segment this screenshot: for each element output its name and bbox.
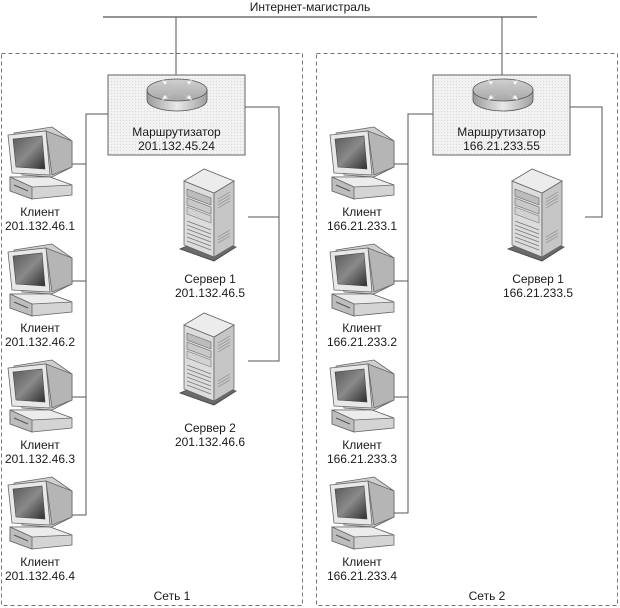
- network-1-label: Сеть 1: [153, 589, 191, 603]
- client-ip: 166.21.233.4: [326, 569, 398, 583]
- network-2-client-2-label: Клиент 166.21.233.2: [320, 321, 404, 349]
- network-1-client-3-icon: [7, 359, 73, 433]
- network-2-router-label: Маршрутизатор 166.21.233.55: [433, 125, 570, 153]
- network-1-client-3-label: Клиент 201.132.46.3: [0, 438, 80, 466]
- network-2-client-3-label: Клиент 166.21.233.3: [320, 438, 404, 466]
- client-name: Клиент: [20, 321, 60, 335]
- client-name: Клиент: [342, 438, 382, 452]
- server-ip: 201.132.46.6: [174, 435, 246, 449]
- client-ip: 166.21.233.2: [326, 335, 398, 349]
- client-name: Клиент: [342, 555, 382, 569]
- network-2-router-icon: [472, 78, 534, 112]
- network-2-router-name: Маршрутизатор: [457, 125, 546, 139]
- network-2-client-3-icon: [329, 359, 395, 433]
- backbone-label: Интернет-магистраль: [249, 0, 371, 14]
- network-1-client-2-label: Клиент 201.132.46.2: [0, 321, 80, 349]
- network-1-client-1-label: Клиент 201.132.46.1: [0, 205, 80, 233]
- client-ip: 201.132.46.4: [4, 569, 76, 583]
- client-name: Клиент: [342, 205, 382, 219]
- client-ip: 201.132.46.1: [4, 219, 76, 233]
- network-1-boundary: [1, 53, 303, 606]
- network-1-client-bus: [70, 113, 108, 516]
- network-1-client-4-icon: [7, 476, 73, 550]
- network-1-server-bus: [245, 106, 280, 362]
- server-ip: 201.132.46.5: [174, 286, 246, 300]
- server-name: Сервер 2: [184, 421, 236, 435]
- network-2-client-bus: [392, 113, 433, 514]
- network-1-server-2-icon: [179, 312, 237, 406]
- client-name: Клиент: [20, 205, 60, 219]
- network-2-server-1-icon: [507, 168, 565, 262]
- network-1-router-ip: 201.132.45.24: [138, 139, 215, 153]
- network-2-boundary: [316, 53, 618, 606]
- client-ip: 201.132.46.2: [4, 335, 76, 349]
- network-1-client-2-icon: [7, 243, 73, 317]
- network-2-label: Сеть 2: [468, 589, 506, 603]
- network-1-server-2-label: Сервер 2 201.132.46.6: [170, 421, 250, 449]
- network-2-client-1-label: Клиент 166.21.233.1: [320, 205, 404, 233]
- network-2-server-bus: [570, 106, 603, 218]
- client-ip: 166.21.233.3: [326, 452, 398, 466]
- server-ip: 166.21.233.5: [502, 286, 574, 300]
- client-ip: 166.21.233.1: [326, 219, 398, 233]
- network-1-server-1-label: Сервер 1 201.132.46.5: [170, 272, 250, 300]
- network-1-server-1-icon: [179, 168, 237, 262]
- server-name: Сервер 1: [512, 272, 564, 286]
- network-2-router-ip: 166.21.233.55: [463, 139, 540, 153]
- network-1-client-1-icon: [7, 126, 73, 200]
- client-name: Клиент: [20, 438, 60, 452]
- network-1-router-icon: [146, 78, 208, 112]
- client-name: Клиент: [20, 555, 60, 569]
- client-ip: 201.132.46.3: [4, 452, 76, 466]
- network-1-router-name: Маршрутизатор: [132, 125, 221, 139]
- client-name: Клиент: [342, 321, 382, 335]
- network-2-client-1-icon: [329, 126, 395, 200]
- network-2-server-1-label: Сервер 1 166.21.233.5: [496, 272, 580, 300]
- network-2-client-2-icon: [329, 243, 395, 317]
- network-1-router-label: Маршрутизатор 201.132.45.24: [108, 125, 245, 153]
- network-2-client-4-label: Клиент 166.21.233.4: [320, 555, 404, 583]
- network-1-client-4-label: Клиент 201.132.46.4: [0, 555, 80, 583]
- network-2-client-4-icon: [329, 476, 395, 550]
- server-name: Сервер 1: [184, 272, 236, 286]
